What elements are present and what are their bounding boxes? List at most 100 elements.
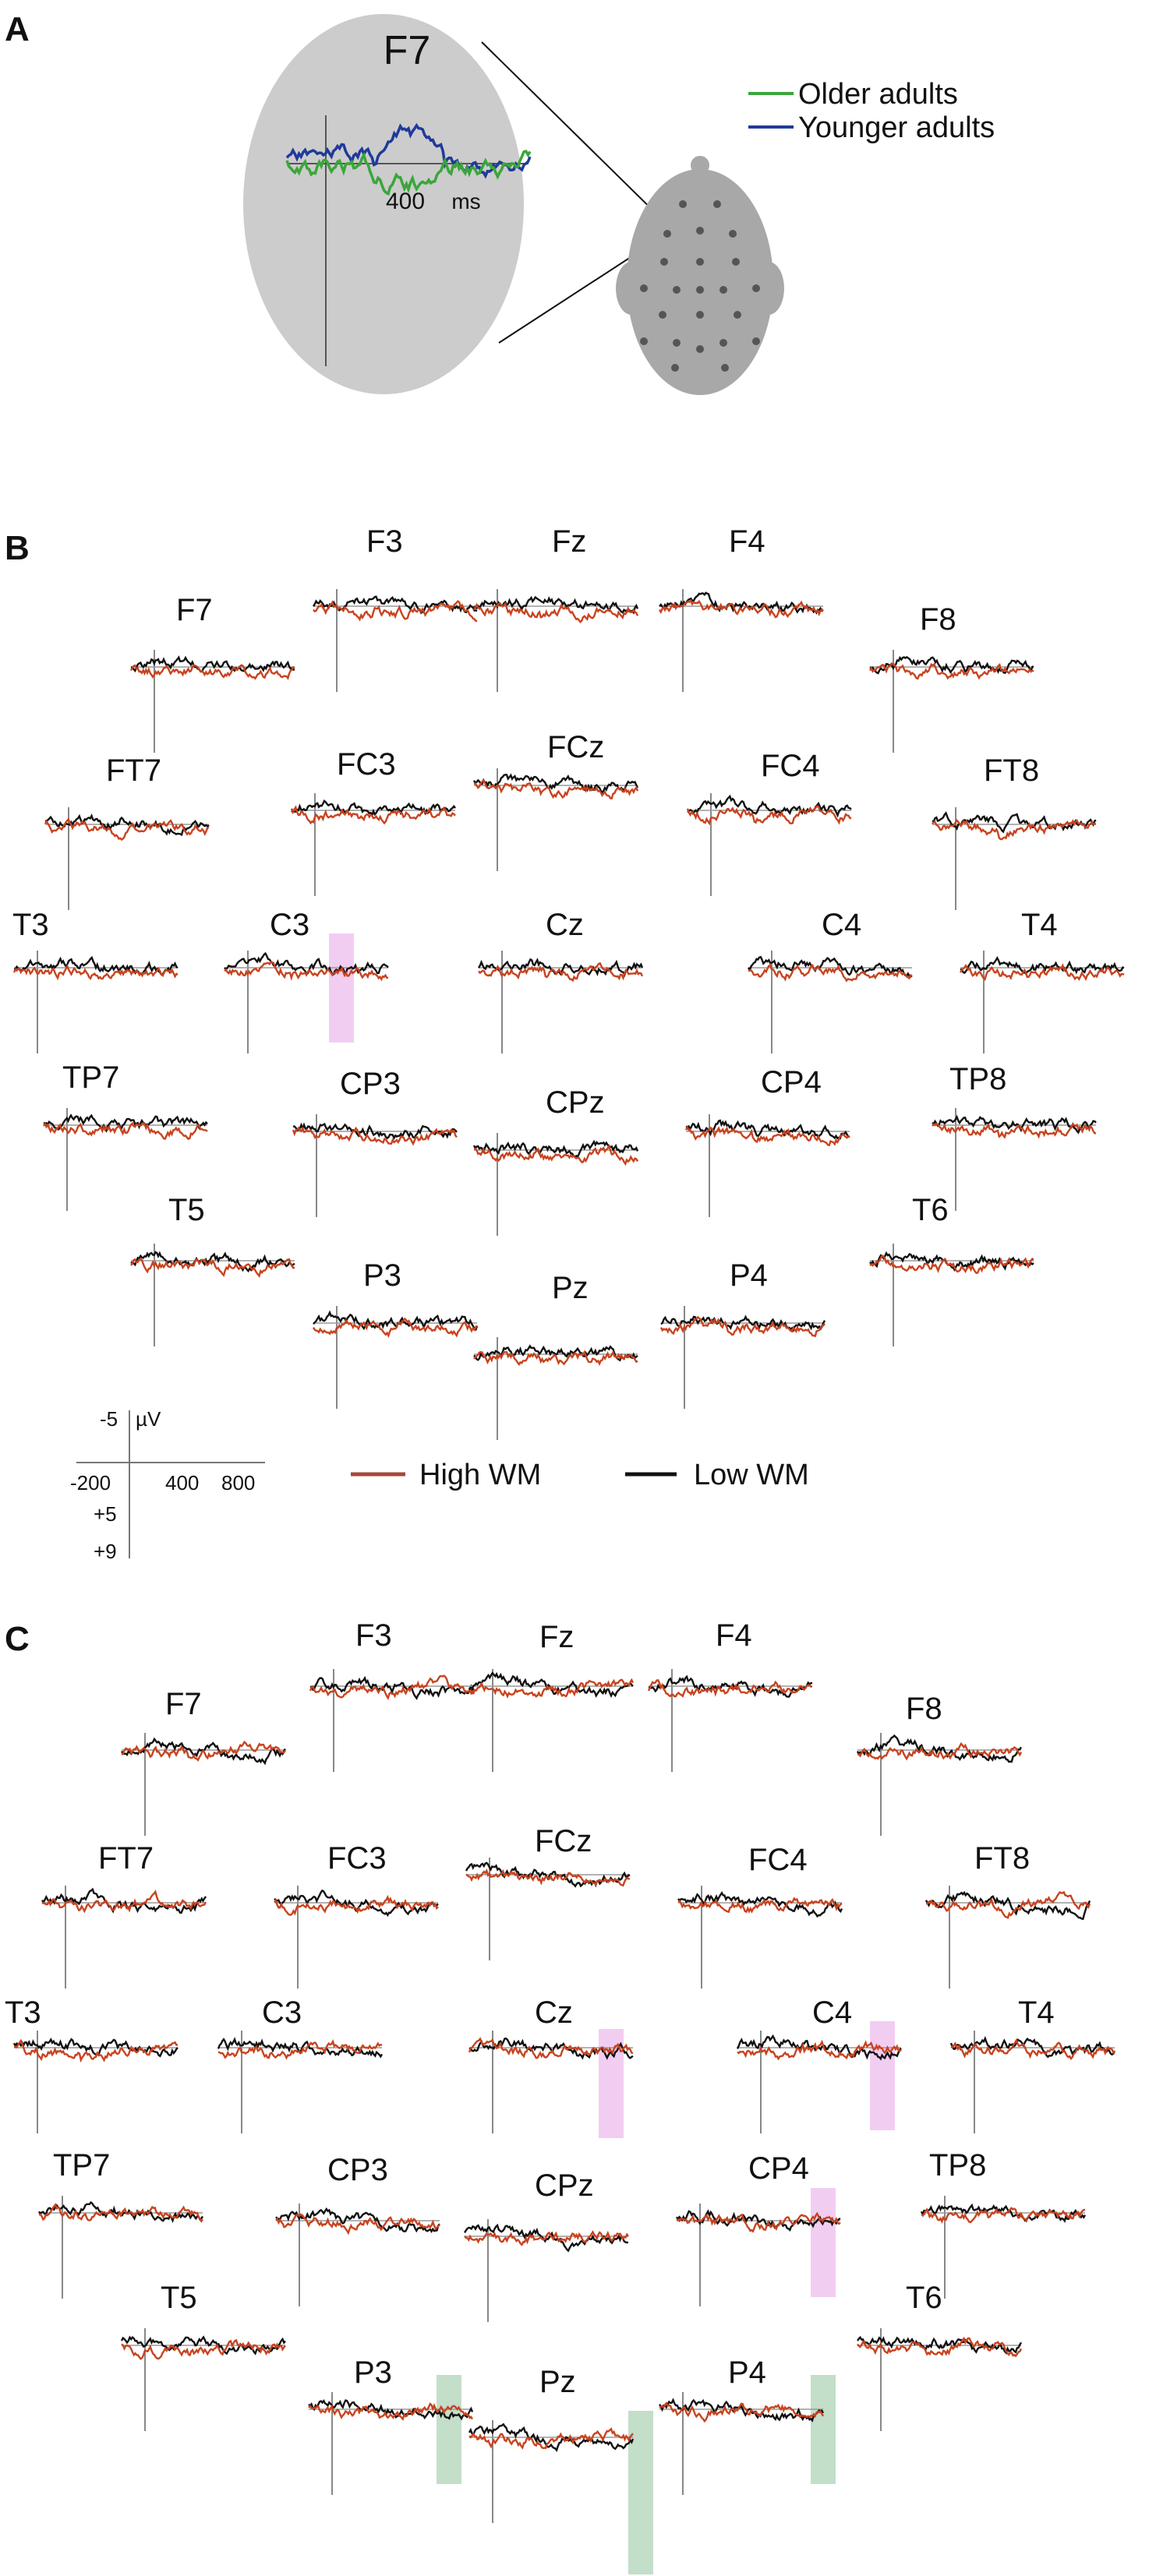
high-wm-trace (292, 1126, 458, 1146)
scalp-electrode-dot (696, 258, 704, 266)
electrode-label: P4 (730, 1258, 768, 1293)
scale-y-top: -5 (100, 1407, 118, 1431)
low-wm-trace (309, 1675, 475, 1700)
high-wm-trace (275, 2214, 440, 2235)
scalp-electrode-dot (696, 227, 704, 235)
erp-plot-fc4: FC4 (677, 1843, 843, 1988)
scalp-electrode-dot (679, 200, 687, 208)
legend-high-wm-label: High WM (419, 1459, 541, 1491)
erp-plot-ft8: FT8 (925, 1841, 1091, 1988)
erp-plot-t4: T4 (959, 908, 1125, 1053)
erp-plot-f7: F7 (129, 593, 295, 753)
low-wm-trace (43, 1113, 208, 1133)
electrode-label: P3 (354, 2355, 392, 2390)
scale-x-end: 800 (221, 1471, 255, 1494)
electrode-label: Pz (552, 1271, 589, 1305)
erp-plot-f4: F4 (658, 524, 824, 692)
electrode-label: CP4 (748, 2151, 809, 2186)
high-wm-trace (290, 805, 456, 825)
erp-plot-fz: Fz (472, 524, 639, 692)
electrode-label: C4 (822, 908, 861, 942)
electrode-label: Cz (535, 1996, 573, 2030)
electrode-label: FC3 (337, 747, 396, 782)
high-wm-trace (130, 1258, 295, 1279)
high-wm-trace (959, 962, 1125, 982)
high-wm-trace (468, 2037, 634, 2059)
electrode-label: FT8 (984, 753, 1039, 788)
high-wm-trace (468, 2427, 634, 2450)
electrode-label: TP7 (53, 2148, 110, 2183)
electrode-label: FT7 (98, 1841, 154, 1876)
low-wm-trace (313, 1310, 479, 1332)
electrode-label: T5 (161, 2281, 197, 2315)
electrode-label: Fz (539, 1620, 574, 1654)
electrode-label: F4 (729, 524, 765, 559)
high-wm-trace (473, 778, 639, 800)
scalp-electrode-dot (752, 284, 760, 292)
high-wm-trace (932, 1122, 1097, 1139)
erp-plot-c4: C4 (736, 1996, 902, 2133)
erp-plot-cpz: CPz (472, 1085, 639, 1236)
high-wm-trace (312, 1317, 478, 1339)
high-wm-trace (647, 1678, 813, 1698)
erp-plot-c4: C4 (747, 908, 913, 1053)
scalp-electrode-dot (663, 230, 671, 238)
low-wm-trace (960, 956, 1125, 976)
panel-b-letter: B (5, 529, 30, 567)
high-wm-trace (42, 1121, 208, 1141)
high-wm-trace (925, 1890, 1091, 1919)
erp-plot-ft7: FT7 (44, 753, 210, 910)
high-wm-trace (274, 1894, 439, 1916)
electrode-label: F8 (920, 602, 956, 637)
scalp-electrode-dot (721, 364, 729, 372)
erp-plot-pz: Pz (473, 1271, 638, 1440)
electrode-label: T5 (168, 1193, 205, 1227)
erp-plot-c3: C3 (224, 908, 389, 1053)
erp-plot-p4: P4 (659, 1258, 826, 1409)
erp-plot-p3: P3 (308, 2355, 474, 2495)
scalp-electrode-dot (696, 345, 704, 353)
electrode-label: T4 (1021, 908, 1058, 942)
erp-plot-tp7: TP7 (42, 1060, 208, 1211)
low-wm-trace (37, 2200, 204, 2224)
scalp-electrode-dot (671, 364, 679, 372)
high-wm-trace (465, 1868, 631, 1887)
scalp-electrode-dot (640, 284, 648, 292)
electrode-label: FCz (535, 1824, 592, 1858)
low-wm-trace (856, 1734, 1023, 1763)
scalp-electrode-dot (734, 311, 741, 319)
high-wm-trace (41, 1890, 207, 1914)
electrode-label: Pz (539, 2365, 576, 2399)
electrode-label: CP3 (327, 2153, 388, 2187)
high-wm-trace (478, 962, 644, 983)
panel-c-letter: C (5, 1620, 30, 1658)
electrode-label: TP8 (929, 2148, 986, 2183)
electrode-label: CP4 (761, 1065, 822, 1099)
high-wm-trace (659, 1315, 826, 1338)
electrode-label: P4 (728, 2355, 766, 2390)
erp-plot-fc3: FC3 (290, 747, 456, 896)
low-wm-trace (308, 2399, 474, 2421)
high-wm-trace (921, 2207, 1086, 2225)
low-wm-trace (925, 1890, 1091, 1921)
low-wm-trace (736, 2034, 902, 2061)
low-wm-trace (659, 2398, 825, 2422)
high-wm-trace (748, 963, 913, 983)
erp-plot-tp8: TP8 (920, 2148, 1087, 2299)
scalp-electrode-dot (673, 286, 681, 294)
high-wm-trace (868, 662, 1034, 680)
high-wm-trace (676, 2211, 841, 2233)
electrode-label: C3 (262, 1996, 302, 2030)
erp-plot-f8: F8 (868, 602, 1034, 753)
panel-a-time-marker: 400 (386, 189, 425, 214)
erp-plot-cp4: CP4 (684, 1065, 850, 1217)
panel-a-traces (285, 122, 532, 196)
electrode-label: C4 (812, 1996, 852, 2030)
erp-plot-f7: F7 (121, 1687, 287, 1836)
electrode-label: T3 (12, 908, 49, 942)
highlight-window-green (811, 2375, 836, 2484)
erp-plot-t4: T4 (949, 1996, 1116, 2133)
low-wm-trace (130, 655, 295, 673)
scale-x-start: -200 (70, 1471, 111, 1494)
low-wm-trace (468, 2422, 635, 2452)
